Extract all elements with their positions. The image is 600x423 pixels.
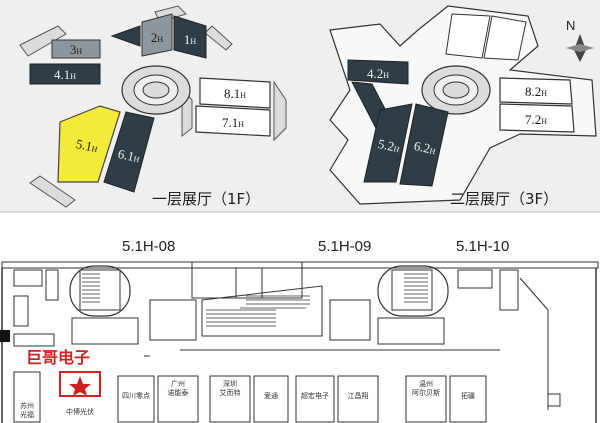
hall-4-2h[interactable]: [347, 59, 409, 85]
star-icon: [69, 376, 91, 396]
svg-text:1H: 1H: [184, 32, 197, 47]
svg-text:爱通: 爱通: [264, 391, 278, 400]
svg-text:超宏电子: 超宏电子: [301, 391, 329, 400]
hall-7-1h[interactable]: [195, 105, 271, 137]
booth-9[interactable]: [405, 375, 447, 423]
hall-7-2h[interactable]: [499, 103, 575, 133]
booth-7[interactable]: [295, 375, 335, 423]
company-label: 巨哥电子: [26, 348, 90, 367]
hall-3h[interactable]: [51, 39, 101, 59]
svg-text:8.1H: 8.1H: [224, 86, 246, 101]
hall-2h[interactable]: [141, 13, 173, 57]
floor1-caption: 一层展厅（1F）: [152, 190, 260, 208]
svg-text:4.2H: 4.2H: [367, 66, 389, 81]
booth-1[interactable]: [13, 371, 41, 423]
floor3-caption: 二层展厅（3F）: [450, 190, 558, 208]
svg-text:温州阿尔贝斯: 温州阿尔贝斯: [412, 379, 440, 397]
hall-8-1h[interactable]: [199, 77, 271, 109]
svg-text:4.1H: 4.1H: [54, 67, 76, 82]
hall-8-2h[interactable]: [499, 77, 573, 105]
booth-3[interactable]: [117, 375, 155, 423]
svg-text:8.2H: 8.2H: [525, 84, 547, 99]
booth-4[interactable]: [157, 375, 199, 423]
service-block: [110, 25, 141, 47]
svg-text:中博光伏: 中博光伏: [66, 407, 94, 416]
booth-6[interactable]: [253, 375, 289, 423]
svg-text:深圳艾而特: 深圳艾而特: [220, 379, 241, 397]
section-label-3: 5.1H-10: [456, 238, 509, 255]
floor1-map: 3H 4.1H 2H 1H 8.1H 7.1H 5.1H 6.1H 一层展厅（1…: [19, 5, 287, 208]
svg-text:2H: 2H: [151, 30, 164, 45]
svg-text:7.2H: 7.2H: [525, 112, 547, 127]
svg-text:5.1H: 5.1H: [75, 136, 100, 155]
svg-text:N: N: [566, 18, 575, 33]
svg-text:四川零点: 四川零点: [122, 392, 150, 400]
detail-plan: 5.1H-08 5.1H-09 5.1H-10: [0, 238, 599, 423]
hall-6-2h[interactable]: [399, 103, 449, 187]
svg-text:苏州光福: 苏州光福: [20, 401, 34, 419]
booth-row: 苏州光福 中博光伏 四川零点 广州诺能泰 深圳艾而特 爱通 超宏电子 江昌翔 温…: [13, 371, 487, 423]
svg-text:拓疆: 拓疆: [461, 391, 475, 400]
svg-text:6.2H: 6.2H: [413, 138, 438, 157]
svg-text:5.2H: 5.2H: [377, 136, 402, 155]
hall-5-1h[interactable]: [57, 105, 121, 183]
svg-text:江昌翔: 江昌翔: [348, 391, 369, 400]
hall-6-1h[interactable]: [103, 111, 155, 193]
booth-10[interactable]: [449, 375, 487, 423]
section-label-2: 5.1H-09: [318, 238, 371, 255]
hall-4-1h[interactable]: [29, 63, 101, 85]
section-label-1: 5.1H-08: [122, 238, 175, 255]
svg-text:广州诺能泰: 广州诺能泰: [168, 379, 189, 397]
svg-text:3H: 3H: [70, 42, 83, 57]
hall-1h[interactable]: [173, 15, 207, 59]
svg-text:7.1H: 7.1H: [222, 115, 244, 130]
hall-5-2h[interactable]: [363, 103, 413, 183]
booth-8[interactable]: [337, 375, 379, 423]
svg-text:6.1H: 6.1H: [117, 146, 142, 165]
booth-5[interactable]: [209, 375, 251, 423]
compass-icon: N: [566, 18, 594, 62]
floor3-map: 4.2H 8.2H 7.2H 5.2H 6.2H 二层展厅（3F）: [329, 5, 597, 208]
